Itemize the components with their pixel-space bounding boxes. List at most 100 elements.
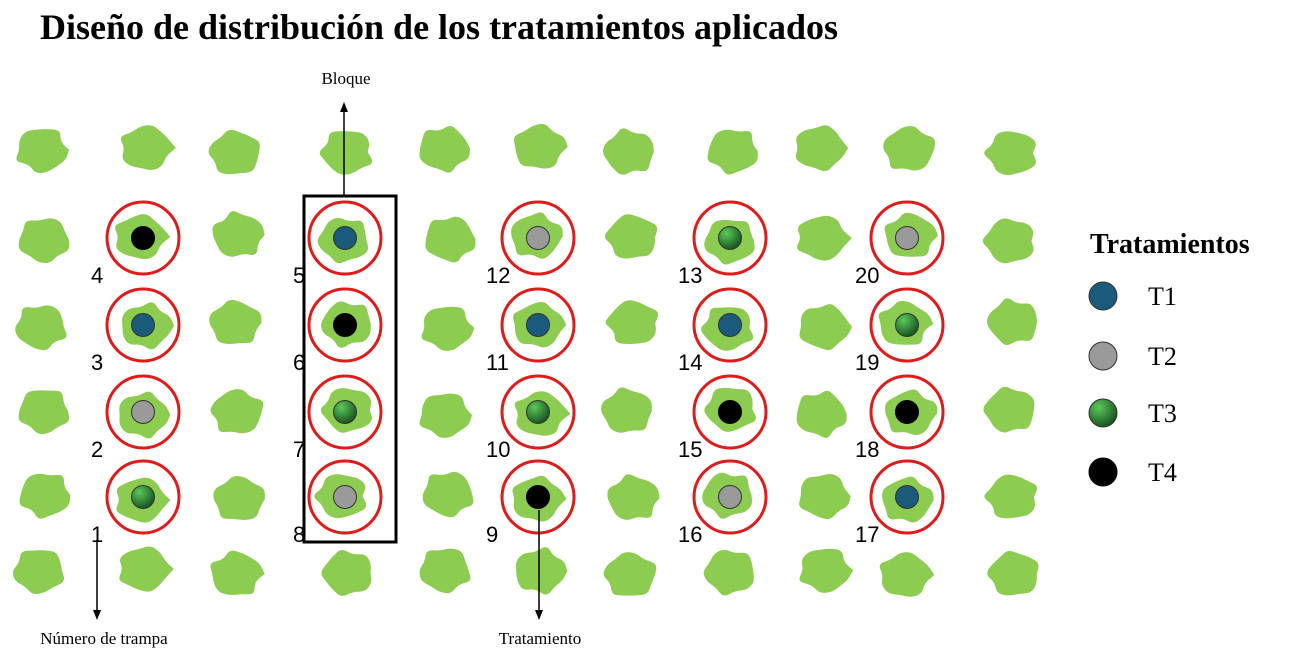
trap-5: 5: [293, 200, 383, 288]
plant-shrub: [213, 476, 265, 520]
trap-ring: [692, 287, 768, 363]
plant-shrub: [18, 390, 70, 435]
plants-layer: [12, 123, 1039, 597]
plant-shrub: [425, 216, 476, 263]
treatment-marker-t4: [718, 400, 742, 424]
trap-ring: [869, 200, 945, 276]
legend-item-t2: T2: [1088, 341, 1177, 371]
plant-shrub: [987, 550, 1039, 596]
legend-swatch: [1088, 457, 1118, 487]
treatment-marker-t2: [718, 485, 742, 509]
trap-number: 9: [486, 522, 498, 547]
trap-19: 19: [855, 287, 945, 375]
treatment-marker-t1: [895, 485, 919, 509]
trap-10: 10: [486, 374, 576, 462]
plant-shrub: [799, 474, 851, 520]
block-arrow: [340, 102, 348, 196]
block-rectangle: [302, 194, 398, 544]
treatment-marker-t1: [718, 313, 742, 337]
plant-shrub: [795, 125, 849, 172]
plant-shrub: [983, 386, 1035, 433]
plant-shrub: [319, 131, 373, 175]
trap-number: 1: [91, 522, 103, 547]
trap-number: 16: [678, 522, 702, 547]
trap-number: 4: [91, 263, 103, 288]
plant-shrub: [210, 389, 264, 434]
plant-shrub: [419, 548, 471, 594]
plant-shrub: [19, 473, 71, 519]
plant-shrub: [212, 211, 265, 257]
treatment-marker-t3: [718, 226, 742, 250]
trap-ring: [500, 287, 576, 363]
trap-number: 11: [486, 350, 509, 375]
trap-number: 19: [855, 350, 879, 375]
treatment-marker-t4: [895, 400, 919, 424]
trap-ring: [692, 200, 768, 276]
trap-number: 6: [293, 350, 305, 375]
trap-9: 9: [486, 459, 576, 547]
trap-number: 10: [486, 437, 510, 462]
trap-ring: [105, 374, 181, 450]
plant-shrub: [419, 125, 471, 173]
trap-13: 13: [678, 200, 768, 288]
treatment-marker-t2: [895, 226, 919, 250]
treatment-marker-t2: [526, 226, 550, 250]
block-label: Bloque: [321, 69, 370, 88]
legend-swatch: [1088, 398, 1118, 428]
trap-ring: [105, 459, 181, 535]
trap-3: 3: [91, 287, 181, 375]
plant-shrub: [796, 390, 847, 438]
legend-label: T4: [1148, 458, 1177, 487]
treatment-marker-t3: [895, 313, 919, 337]
legend-item-t1: T1: [1088, 281, 1177, 311]
plant-shrub: [984, 474, 1038, 519]
legend-item-t4: T4: [1088, 457, 1177, 487]
plant-shrub: [119, 546, 174, 592]
treatment-marker-t3: [333, 400, 357, 424]
trap-16: 16: [678, 459, 768, 547]
trap-17: 17: [855, 459, 945, 547]
treatment-label: Tratamiento: [499, 629, 581, 648]
plant-shrub: [602, 128, 654, 175]
trap-ring: [307, 459, 383, 535]
trap-15: 15: [678, 374, 768, 462]
treatment-marker-t4: [333, 313, 357, 337]
trap-number: 8: [293, 522, 305, 547]
treatment-marker-t4: [526, 485, 550, 509]
legend-label: T2: [1148, 342, 1177, 371]
plant-shrub: [799, 548, 854, 593]
plant-shrub: [15, 305, 67, 351]
trap-14: 14: [678, 287, 768, 375]
plant-shrub: [601, 387, 652, 433]
legend-label: T1: [1148, 282, 1177, 311]
treatment-marker-t3: [131, 485, 155, 509]
legend-item-t3: T3: [1088, 398, 1177, 428]
plant-shrub: [797, 215, 852, 261]
trap-number: 2: [91, 437, 103, 462]
trap-4: 4: [91, 200, 181, 288]
plant-shrub: [707, 129, 758, 175]
trap-number: 3: [91, 350, 103, 375]
plant-shrub: [16, 129, 70, 174]
trap-ring: [500, 200, 576, 276]
plant-shrub: [984, 131, 1036, 176]
trap-18: 18: [855, 374, 945, 462]
trap-ring: [869, 459, 945, 535]
plant-shrub: [419, 393, 472, 438]
plant-shrub: [120, 125, 176, 171]
legend-swatch: [1088, 281, 1118, 311]
treatment-arrow: [535, 510, 543, 620]
trap-11: 11: [486, 287, 576, 375]
plant-shrub: [12, 550, 64, 595]
trap-number: 17: [855, 522, 879, 547]
trap-number: 14: [678, 350, 702, 375]
treatment-marker-t1: [333, 226, 357, 250]
trap-ring: [500, 374, 576, 450]
trap-number-label: Número de trampa: [40, 629, 168, 648]
trap-number: 12: [486, 263, 510, 288]
plant-shrub: [605, 300, 659, 344]
plant-shrub: [515, 547, 568, 595]
